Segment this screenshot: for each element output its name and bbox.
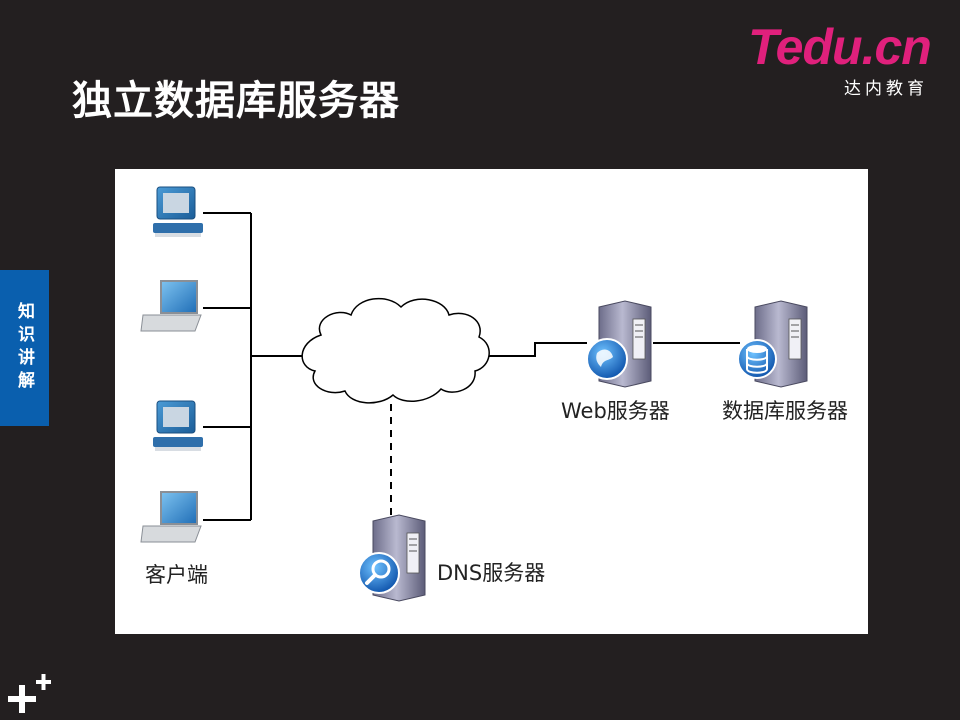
logo-subtitle: 达内教育	[844, 79, 928, 99]
section-tab: 知识讲解	[0, 270, 49, 426]
connection-lines	[203, 212, 740, 521]
laptop-computer-icon	[140, 491, 202, 543]
page-title: 独立数据库服务器	[72, 78, 400, 124]
section-tab-label: 知识讲解	[14, 302, 34, 394]
desktop-computer-icon	[153, 186, 203, 237]
web-server-icon	[586, 300, 652, 388]
logo-mark: Tedu.cn	[748, 19, 932, 75]
dns-server-icon	[358, 514, 426, 602]
clients-label: 客户端	[145, 563, 208, 587]
dns-server-label: DNS服务器	[437, 561, 546, 585]
database-icon	[737, 339, 777, 379]
diagram-panel: 客户端 Web服务器 数据库服务器 DNS服务器	[115, 169, 868, 634]
desktop-computer-icon	[153, 400, 203, 451]
brand-logo: Tedu.cn 达内教育	[748, 22, 938, 102]
plus-decoration-icon	[8, 674, 51, 713]
db-server-label: 数据库服务器	[722, 399, 848, 423]
internet-cloud-icon	[301, 297, 490, 404]
network-diagram	[140, 186, 808, 602]
internet-to-web-link	[487, 342, 587, 357]
web-server-label: Web服务器	[561, 399, 670, 423]
database-server-icon	[737, 300, 808, 388]
laptop-computer-icon	[140, 280, 202, 332]
magnifier-icon	[358, 552, 400, 594]
